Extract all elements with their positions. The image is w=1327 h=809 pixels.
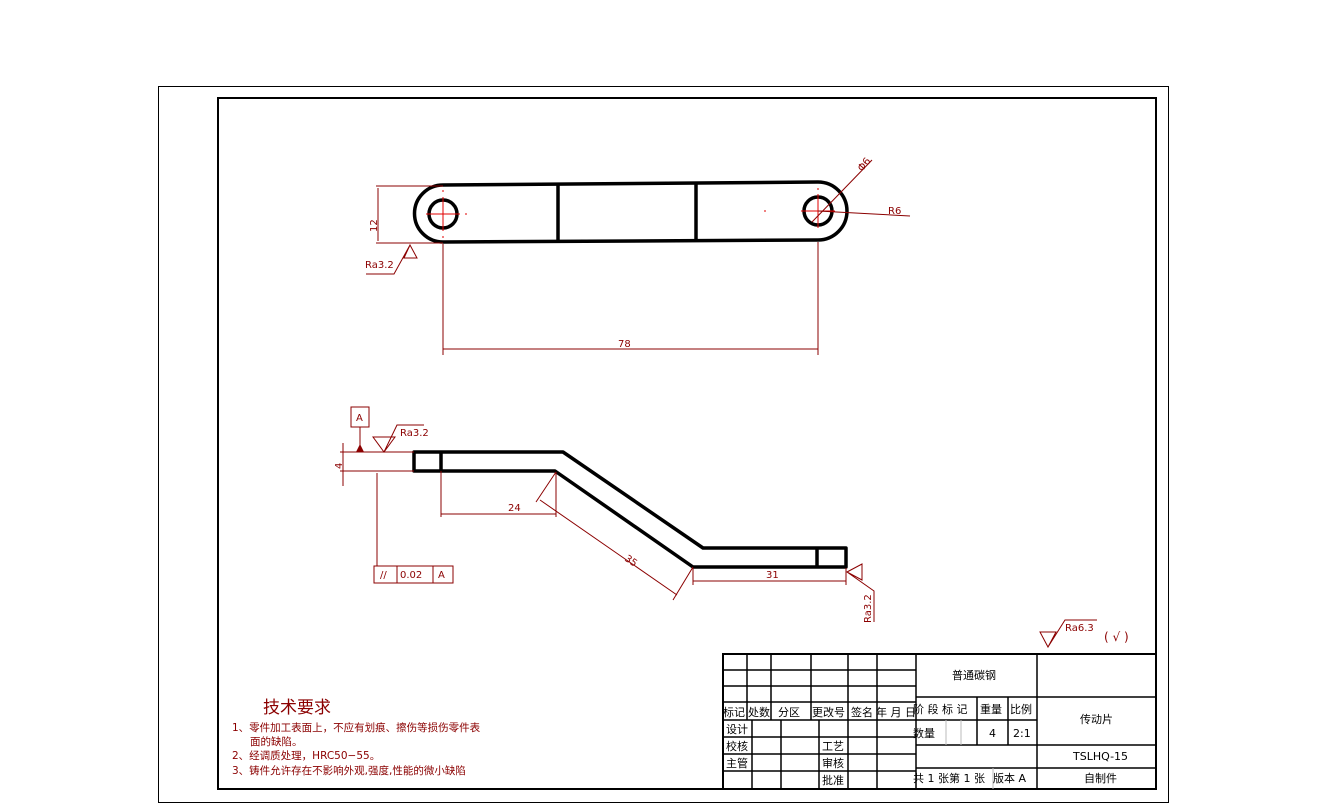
tolerance-frame xyxy=(373,565,454,584)
dim-length-lines xyxy=(442,242,819,355)
role-process: 工艺 xyxy=(822,740,844,753)
general-roughness-text: Ra6.3 xyxy=(1065,623,1094,634)
roughness-text: Ra3.2 xyxy=(365,260,394,271)
datum-label: A xyxy=(356,413,363,424)
dim-radius-text: R6 xyxy=(888,206,901,217)
tech-requirement-line: 面的缺陷。 xyxy=(250,735,303,748)
roughness-right-text: Ra3.2 xyxy=(863,594,874,623)
general-roughness-note: ( √ ) xyxy=(1104,630,1129,644)
dim-flat-right-lines xyxy=(692,568,847,585)
top-view: 12 Ra3.2 78 Φ6 R6 xyxy=(365,156,911,355)
tech-requirement-line: 1、零件加工表面上，不应有划痕、擦伤等损伤零件表 xyxy=(232,721,481,734)
datum-triangle xyxy=(356,444,364,452)
centerlines xyxy=(426,188,835,238)
role-review: 审核 xyxy=(822,756,844,770)
side-view: A Ra3.2 4 // 0.02 A 24 35 31 Ra3.2 xyxy=(334,406,875,623)
part-outline-side xyxy=(412,450,848,569)
roughness-symbol xyxy=(845,563,875,622)
quantity-label: 数量 xyxy=(913,727,935,740)
scale-value: 2:1 xyxy=(1013,727,1031,740)
roughness-top-text: Ra3.2 xyxy=(400,428,429,439)
role-approve: 批准 xyxy=(822,773,844,787)
dim-width-text: 12 xyxy=(369,219,380,232)
header-signature: 签名 xyxy=(851,705,873,719)
dim-flat-right-text: 31 xyxy=(766,570,779,581)
tech-requirement-line: 3、铸件允许存在不影响外观,强度,性能的微小缺陷 xyxy=(232,764,466,777)
part-name: 传动片 xyxy=(1080,713,1113,726)
role-check: 校核 xyxy=(726,739,748,753)
tolerance-symbol: // xyxy=(380,570,387,581)
general-roughness-symbol xyxy=(1039,619,1097,649)
part-outline-top xyxy=(412,180,849,244)
role-design: 设计 xyxy=(726,723,748,736)
header-count: 处数 xyxy=(748,706,770,719)
dim-slope-lines xyxy=(535,471,694,601)
tolerance-datum: A xyxy=(438,570,445,581)
roughness-symbol xyxy=(366,243,418,275)
header-zone: 分区 xyxy=(778,706,800,719)
tech-requirement-line: 2、经调质处理，HRC50−55。 xyxy=(232,749,380,762)
title-block: 标记 处数 分区 更改号 签名 年 月 日 设计 校核 主管 工艺 审核 批准 … xyxy=(722,653,1157,790)
header-mark: 标记 xyxy=(723,705,745,719)
tolerance-dividers xyxy=(396,566,434,583)
header-date: 年 月 日 xyxy=(876,705,916,719)
dim-radius-leader xyxy=(817,210,911,217)
role-manager: 主管 xyxy=(726,756,748,770)
header-change-no: 更改号 xyxy=(812,705,845,719)
dim-length-text: 78 xyxy=(618,339,631,350)
material: 普通碳钢 xyxy=(952,668,996,682)
dim-thickness-lines xyxy=(340,443,414,486)
part-source: 自制件 xyxy=(1084,772,1117,785)
tech-requirements: 技术要求 1、零件加工表面上，不应有划痕、擦伤等损伤零件表 面的缺陷。 2、经调… xyxy=(232,698,481,777)
drawing-number: TSLHQ-15 xyxy=(1072,750,1128,763)
weight-header: 重量 xyxy=(980,702,1002,716)
dim-width-lines xyxy=(376,185,443,244)
dim-flat-left-text: 24 xyxy=(508,503,521,514)
quantity-value: 4 xyxy=(989,727,996,740)
scale-header: 比例 xyxy=(1010,702,1032,716)
tech-requirements-title: 技术要求 xyxy=(263,698,331,718)
tolerance-value: 0.02 xyxy=(400,570,422,581)
outer-frame xyxy=(158,86,1169,803)
version: 版本 A xyxy=(993,771,1026,785)
inner-border xyxy=(217,97,1157,790)
dim-hole-text: Φ6 xyxy=(856,156,874,174)
dim-flat-left-lines xyxy=(440,471,557,517)
stage-header: 阶 段 标 记 xyxy=(913,702,968,716)
roughness-symbol xyxy=(372,424,424,453)
dim-thickness-text: 4 xyxy=(334,463,345,469)
sheet-count: 共 1 张第 1 张 xyxy=(913,771,985,785)
